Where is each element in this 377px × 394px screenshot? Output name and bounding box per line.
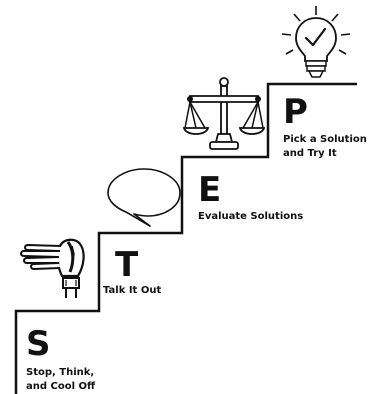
step-letter-t: T xyxy=(115,245,139,285)
step-caption-s-line2: and Cool Off xyxy=(26,381,96,392)
step-letter-e: E xyxy=(198,170,222,210)
step-caption-p-line1: Pick a Solution xyxy=(283,134,367,145)
step-caption-e: Evaluate Solutions xyxy=(198,211,304,222)
balance-scale-icon xyxy=(182,77,266,150)
step-caption-p-line2: and Try It xyxy=(283,148,337,159)
step-caption-t: Talk It Out xyxy=(103,285,162,296)
lightbulb-check-icon xyxy=(281,6,351,78)
step-letter-p: P xyxy=(283,92,308,132)
stop-hand-icon xyxy=(20,238,85,298)
step-letter-s: S xyxy=(26,324,51,364)
speech-bubble-icon xyxy=(107,168,181,227)
step-caption-s-line1: Stop, Think, xyxy=(26,367,95,378)
